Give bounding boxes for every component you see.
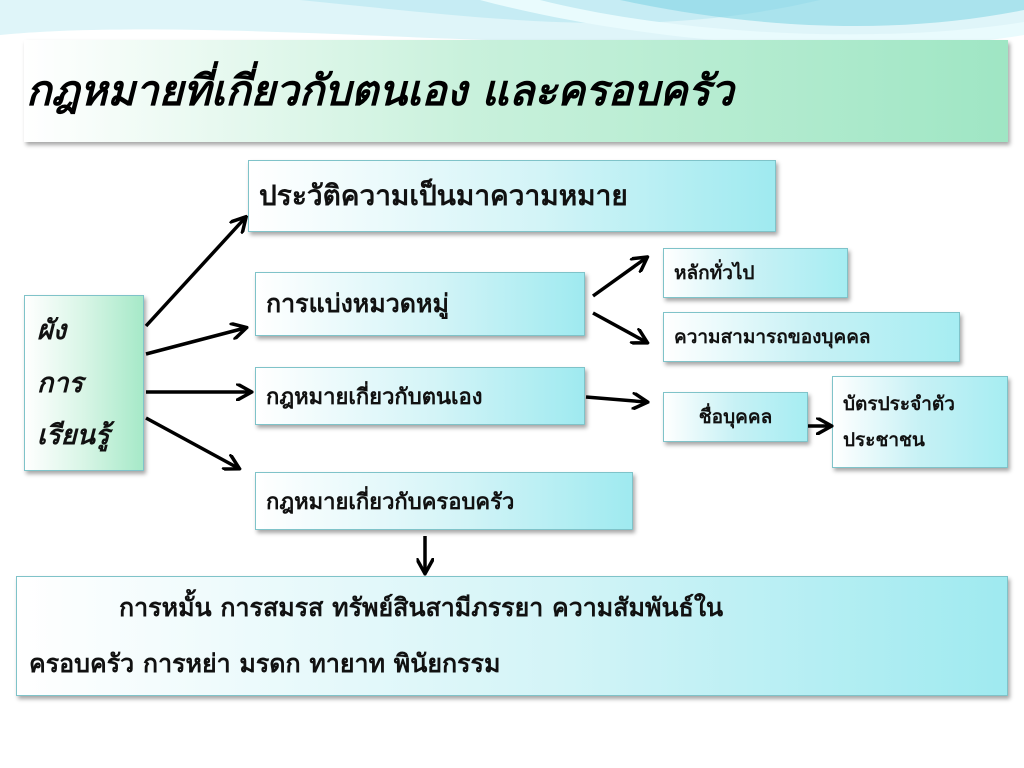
arrow-classification-to-general [591,258,646,298]
personal-name-label: ชื่อบุคคล [698,406,773,428]
mindmap-label-line-3: เรียนรู้ [37,420,110,451]
mindmap-box: ผัง การ เรียนรู้ [24,295,144,471]
general-principles-box: หลักทั่วไป [663,248,848,298]
family-summary-line-1: การหมั้น การสมรส ทรัพย์สินสามีภรรยา ความ… [119,593,724,622]
general-principles-label: หลักทั่วไป [674,262,755,284]
arrow-mindmap-to-history [144,218,245,328]
history-label: ประวัติความเป็นมาความหมาย [259,179,628,212]
personal-name-box: ชื่อบุคคล [663,392,808,442]
self-law-label: กฎหมายเกี่ยวกับตนเอง [266,384,483,410]
arrow-self-law-to-name [585,397,646,402]
classification-box: การแบ่งหมวดหมู่ [255,272,585,336]
family-law-label: กฎหมายเกี่ยวกับครอบครัว [266,489,515,515]
arrow-mindmap-to-family-law [145,416,238,468]
mindmap-label-line-2: การ [37,367,84,399]
self-law-box: กฎหมายเกี่ยวกับตนเอง [255,367,585,425]
title-bar: กฎหมายที่เกี่ยวกับตนเอง และครอบครัว [24,40,1008,142]
id-card-label-line-2: ประชาชน [843,429,925,451]
arrow-classification-to-capacity [592,311,646,342]
family-law-summary-box: การหมั้น การสมรส ทรัพย์สินสามีภรรยา ความ… [16,576,1008,696]
id-card-box: บัตรประจำตัว ประชาชน [832,376,1008,468]
personal-capacity-label: ความสามารถของบุคคล [674,326,871,348]
family-summary-line-2: ครอบครัว การหย่า มรดก ทายาท พินัยกรรม [29,649,501,678]
family-law-box: กฎหมายเกี่ยวกับครอบครัว [255,472,633,530]
mindmap-label-line-1: ผัง [37,315,67,346]
arrow-mindmap-to-classification [145,328,245,356]
personal-capacity-box: ความสามารถของบุคคล [663,312,960,362]
history-box: ประวัติความเป็นมาความหมาย [248,160,776,232]
classification-label: การแบ่งหมวดหมู่ [266,289,449,318]
page-title: กฎหมายที่เกี่ยวกับตนเอง และครอบครัว [26,66,734,115]
id-card-label-line-1: บัตรประจำตัว [843,393,955,415]
background-swoosh [0,0,1024,48]
